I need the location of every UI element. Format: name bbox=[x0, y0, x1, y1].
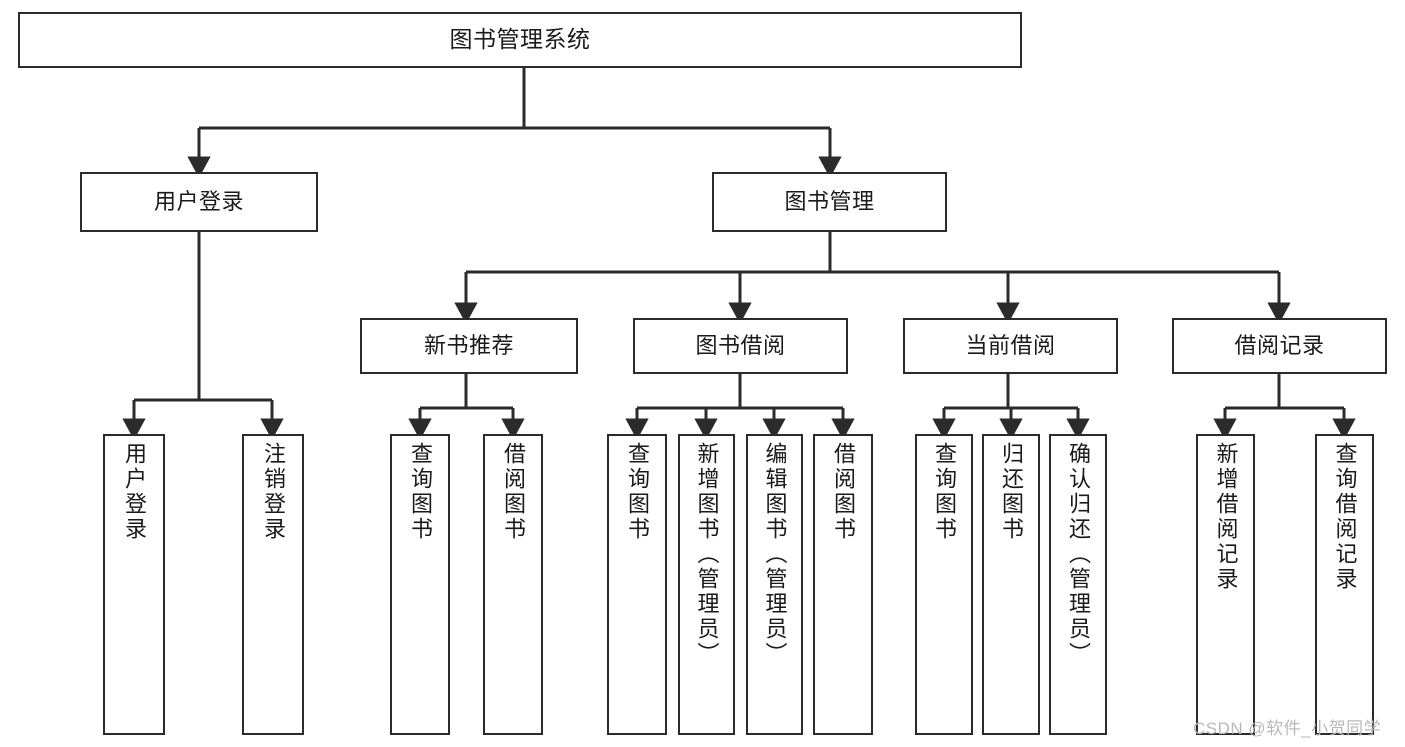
node-current[interactable]: 当前借阅 bbox=[903, 318, 1118, 374]
node-label: 编辑图书（管理员） bbox=[762, 442, 788, 667]
node-leaf-1[interactable]: 用户登录 bbox=[103, 434, 165, 735]
node-label: 借阅图书 bbox=[831, 442, 856, 542]
node-bookmgmt[interactable]: 图书管理 bbox=[712, 172, 947, 232]
node-label: 归还图书 bbox=[999, 442, 1024, 542]
node-label: 借阅图书 bbox=[501, 442, 526, 542]
node-label: 图书管理 bbox=[784, 189, 875, 215]
node-label: 用户登录 bbox=[153, 189, 244, 215]
node-leaf-8[interactable]: 借阅图书 bbox=[813, 434, 873, 735]
node-label: 新书推荐 bbox=[423, 333, 514, 359]
node-label: 新增图书（管理员） bbox=[694, 442, 720, 667]
node-leaf-9[interactable]: 查询图书 bbox=[915, 434, 973, 735]
node-label: 新增借阅记录 bbox=[1213, 442, 1239, 592]
node-leaf-5[interactable]: 查询图书 bbox=[607, 434, 667, 735]
node-label: 借阅记录 bbox=[1234, 333, 1325, 359]
node-leaf-2[interactable]: 注销登录 bbox=[242, 434, 304, 735]
node-borrow[interactable]: 图书借阅 bbox=[633, 318, 848, 374]
node-root[interactable]: 图书管理系统 bbox=[18, 12, 1022, 68]
node-records[interactable]: 借阅记录 bbox=[1172, 318, 1387, 374]
node-leaf-4[interactable]: 借阅图书 bbox=[483, 434, 543, 735]
node-label: 图书借阅 bbox=[695, 333, 786, 359]
node-login[interactable]: 用户登录 bbox=[80, 172, 318, 232]
node-leaf-7[interactable]: 编辑图书（管理员） bbox=[746, 434, 803, 735]
node-newrec[interactable]: 新书推荐 bbox=[360, 318, 578, 374]
node-leaf-3[interactable]: 查询图书 bbox=[390, 434, 450, 735]
node-leaf-13[interactable]: 查询借阅记录 bbox=[1315, 434, 1374, 735]
node-label: 查询图书 bbox=[932, 442, 957, 542]
node-label: 确认归还（管理员） bbox=[1066, 442, 1091, 667]
node-label: 查询借阅记录 bbox=[1332, 442, 1358, 592]
node-label: 图书管理系统 bbox=[449, 26, 591, 53]
node-label: 查询图书 bbox=[625, 442, 650, 542]
node-label: 注销登录 bbox=[261, 442, 286, 542]
node-leaf-10[interactable]: 归还图书 bbox=[982, 434, 1040, 735]
node-label: 查询图书 bbox=[408, 442, 433, 542]
node-leaf-11[interactable]: 确认归还（管理员） bbox=[1049, 434, 1107, 735]
node-leaf-12[interactable]: 新增借阅记录 bbox=[1196, 434, 1255, 735]
node-label: 用户登录 bbox=[122, 442, 147, 542]
node-leaf-6[interactable]: 新增图书（管理员） bbox=[678, 434, 735, 735]
node-label: 当前借阅 bbox=[965, 333, 1056, 359]
